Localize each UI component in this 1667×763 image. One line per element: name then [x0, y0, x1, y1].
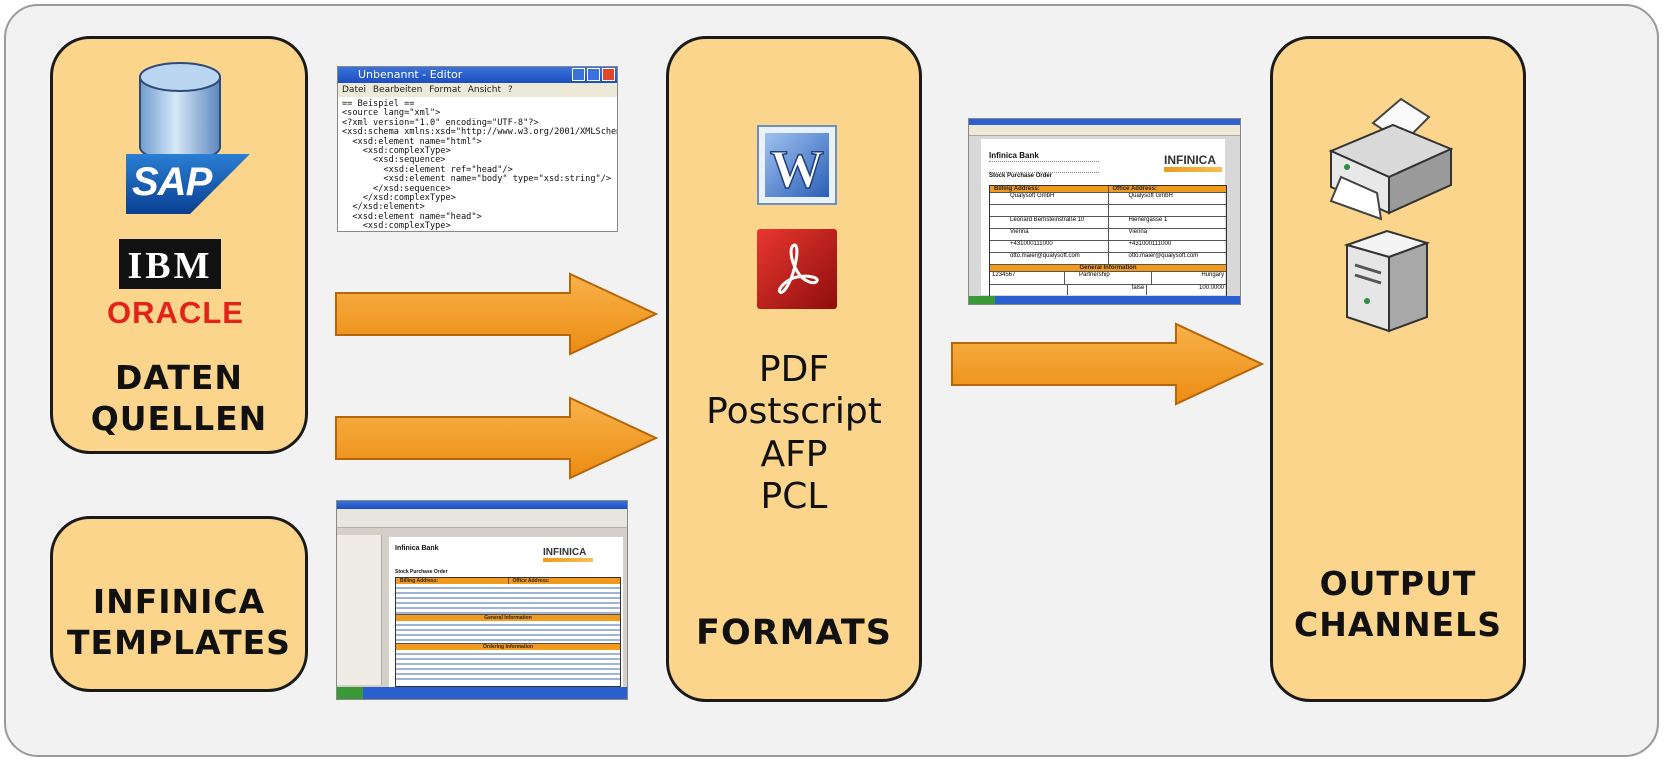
minimize-icon: [572, 68, 585, 81]
oracle-logo: ORACLE: [107, 295, 244, 330]
word-icon: W: [757, 125, 837, 205]
formats-title: FORMATS: [696, 613, 892, 653]
ibm-logo: IBM: [119, 239, 221, 289]
close-icon: [602, 68, 615, 81]
database-icon: [139, 62, 221, 162]
infinica-logo: INFINICA: [543, 547, 593, 562]
server-icon: [1343, 229, 1431, 333]
xml-editor-screenshot: Unbenannt - Editor Datei Bearbeiten Form…: [337, 66, 618, 232]
pdf-form-table: Billing Address:Office Address: Qualysof…: [989, 185, 1227, 297]
output-title: OUTPUT CHANNELS: [1294, 564, 1502, 645]
format-item: AFP: [760, 433, 828, 475]
pdf-taskbar: [969, 296, 1240, 304]
arrow-sources-to-formats-1: [335, 272, 659, 356]
pdf-document-screenshot: Infinica Bank Stock Purchase Order INFIN…: [968, 118, 1241, 305]
editor-code: == Beispiel == <source lang="xml"> <?xml…: [342, 99, 618, 232]
format-item: PCL: [760, 476, 828, 518]
output-panel: OUTPUT CHANNELS: [1270, 36, 1526, 702]
sap-logo: SAP: [126, 154, 250, 214]
format-item: Postscript: [706, 391, 882, 433]
svg-text:W: W: [770, 139, 824, 199]
data-sources-title: DATEN QUELLEN: [90, 358, 268, 439]
template-form-table: Billing Address:Office Address: General …: [395, 577, 621, 687]
formats-panel: W PDF Postscript AFP PCL FORMATS: [666, 36, 922, 702]
arrow-sources-to-formats-2: [335, 396, 659, 480]
templates-title: INFINICA TEMPLATES: [67, 582, 291, 663]
pdf-icon: [757, 229, 837, 309]
format-item: PDF: [758, 349, 830, 390]
maximize-icon: [587, 68, 600, 81]
template-designer-screenshot: Infinica Bank Stock Purchase Order INFIN…: [336, 500, 628, 700]
pdf-page: Infinica Bank Stock Purchase Order INFIN…: [981, 139, 1227, 297]
infinica-logo: INFINICA: [1164, 153, 1222, 172]
editor-menubar: Datei Bearbeiten Format Ansicht ?: [338, 83, 617, 97]
template-page: Infinica Bank Stock Purchase Order INFIN…: [389, 537, 623, 687]
template-sidebar: [337, 535, 382, 685]
templates-panel: INFINICA TEMPLATES: [50, 516, 308, 692]
arrow-formats-to-output: [951, 322, 1265, 406]
data-sources-panel: SAP IBM ORACLE DATEN QUELLEN: [50, 36, 308, 454]
editor-titlebar: Unbenannt - Editor: [338, 67, 617, 83]
formats-list: PDF Postscript AFP PCL: [669, 349, 919, 519]
template-taskbar: [337, 687, 627, 699]
printer-icon: [1328, 97, 1454, 221]
